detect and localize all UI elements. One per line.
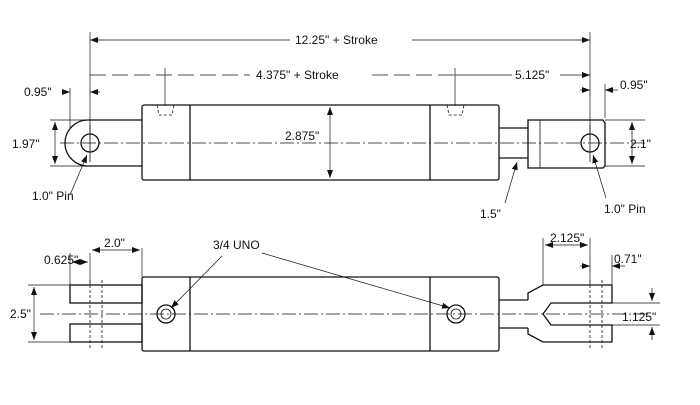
- label-right-pin: 1.0" Pin: [604, 202, 646, 216]
- label-rod-clevis-length: 2.125": [550, 231, 584, 245]
- rod-clevis-bottom: [527, 284, 613, 343]
- label-clevis-width: 2.5": [10, 307, 31, 321]
- port-right-outer: [446, 304, 466, 324]
- top-view: 2.875" 12.25" + Stroke 4.375" + Stroke 5…: [12, 32, 651, 221]
- barrel: [141, 104, 500, 181]
- label-ports: 3/4 UNO: [213, 238, 260, 252]
- label-barrel-diameter: 2.875": [285, 129, 319, 143]
- port-hidden-left: [156, 104, 175, 116]
- port-hidden-right: [446, 104, 465, 116]
- left-tine-top: [69, 284, 143, 304]
- leader-right-pin: [592, 154, 607, 199]
- port-left-inner: [160, 308, 172, 320]
- port-right-inner: [450, 308, 462, 320]
- leader-port-right: [261, 252, 451, 309]
- label-left-pin-offset: 0.95": [24, 85, 52, 99]
- label-left-pin: 1.0" Pin: [32, 189, 74, 203]
- leader-rod-diameter: [504, 161, 518, 204]
- label-clevis-slot: 0.625": [44, 253, 78, 267]
- left-clevis-ear: [64, 119, 142, 167]
- label-clevis-depth: 2.0": [104, 236, 125, 250]
- label-rod-end-length: 5.125": [515, 68, 549, 82]
- rod-clevis: [527, 119, 606, 169]
- label-clevis-height: 1.97": [12, 137, 40, 151]
- label-rod-clevis-tab: 0.71": [614, 252, 642, 266]
- leader-port-left: [170, 255, 223, 309]
- barrel-bottom: [141, 276, 500, 352]
- left-tine-bottom: [69, 323, 143, 343]
- label-rod-clevis-height: 2.1": [630, 137, 651, 151]
- label-overall-length: 12.25" + Stroke: [295, 33, 378, 47]
- label-body-length: 4.375" + Stroke: [256, 68, 339, 82]
- label-right-pin-offset: 0.95": [620, 78, 648, 92]
- bottom-view: 0.625" 2.0" 2.5" 3/4 UNO 2.125" 0.71" 1.…: [10, 231, 660, 352]
- port-left-outer: [156, 304, 176, 324]
- leader-left-pin: [69, 154, 88, 196]
- label-rod-clevis-gap: 1.125": [622, 310, 656, 324]
- label-rod-diameter: 1.5": [480, 207, 501, 221]
